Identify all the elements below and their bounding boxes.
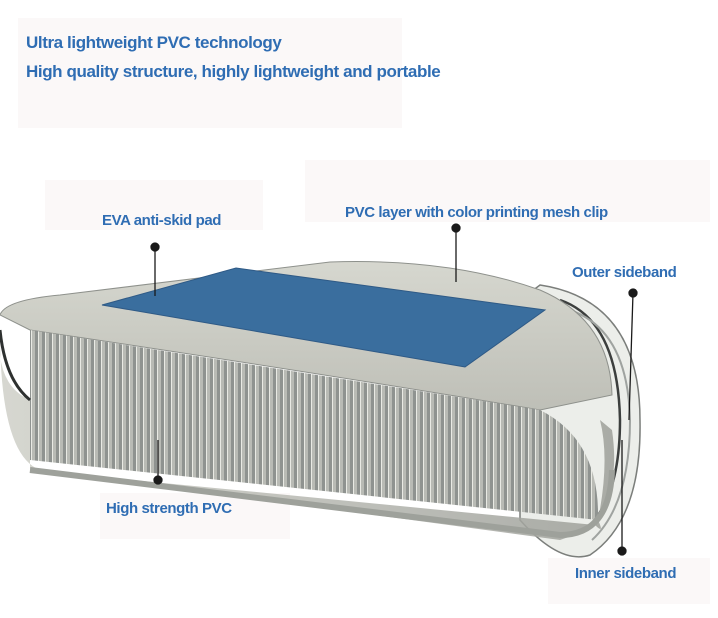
inner-sideband-label-panel <box>548 558 710 604</box>
pvc-layer-label-panel <box>305 160 710 222</box>
high-strength-pvc-label: High strength PVC <box>106 500 232 517</box>
eva-leader-dot <box>150 242 160 252</box>
header-line-1: Ultra lightweight PVC technology <box>26 33 282 52</box>
inner-sideband-label: Inner sideband <box>575 565 677 582</box>
eva-pad-label: EVA anti-skid pad <box>102 212 222 229</box>
outer-sideband-label: Outer sideband <box>572 264 677 281</box>
eva-pad-shape <box>101 267 547 368</box>
bottom-shell-shape <box>0 330 615 540</box>
eva-label-panel <box>45 180 263 230</box>
high-strength-leader-dot <box>153 475 163 485</box>
outer-sideband-leader-line <box>628 292 634 421</box>
header-line-2: High quality structure, highly lightweig… <box>26 62 441 81</box>
header-panel <box>18 18 402 128</box>
outer-sideband-leader-dot <box>628 288 638 298</box>
inner-sideband-leader-dot <box>617 546 627 556</box>
pvc-layer-leader-dot <box>451 223 461 233</box>
pvc-layer-label: PVC layer with color printing mesh clip <box>345 204 608 221</box>
